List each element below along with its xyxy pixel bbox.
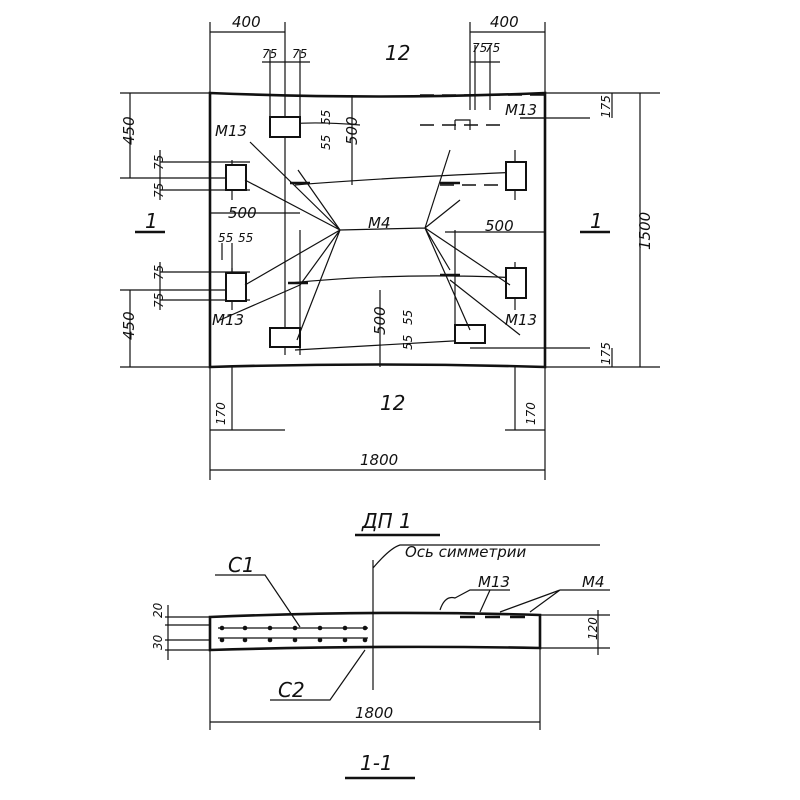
section-title: 1-1 [360, 751, 393, 775]
label-m4: M4 [368, 214, 391, 232]
dim-55: 55 [238, 231, 253, 245]
embed-m13 [225, 164, 247, 191]
dim-75: 75 [152, 183, 166, 198]
dim-75: 75 [485, 41, 500, 55]
dim-400-right: 400 [490, 13, 519, 31]
label-c1: C1 [228, 553, 255, 577]
dim-1800: 1800 [360, 451, 398, 469]
dim-175-top: 175 [599, 95, 613, 118]
dim-75: 75 [472, 41, 487, 55]
dim-75: 75 [292, 47, 307, 61]
embed-m13 [269, 327, 301, 348]
dim-55: 55 [401, 335, 415, 350]
dim-55: 55 [319, 110, 333, 125]
section-view: Ось симметрии C1 C2 M13 M4 20 30 120 180… [151, 543, 610, 780]
dim-1500: 1500 [636, 212, 654, 250]
dim-500: 500 [228, 204, 257, 222]
dim-75: 75 [152, 155, 166, 170]
dim-75: 75 [152, 293, 166, 308]
dim-20: 20 [151, 602, 165, 618]
dim-55: 55 [401, 310, 415, 325]
dim-450-bottom: 450 [120, 311, 138, 340]
section-outline [208, 611, 542, 652]
dim-500: 500 [485, 217, 514, 235]
label-12-top: 12 [385, 41, 410, 65]
dim-75: 75 [262, 47, 277, 61]
label-c2: C2 [278, 678, 305, 702]
dim-175-bottom: 175 [599, 342, 613, 365]
dim-55: 55 [218, 231, 233, 245]
label-m13: M13 [212, 311, 244, 329]
dim-75: 75 [152, 265, 166, 280]
plan-view: 400 400 75 75 75 75 12 12 450 450 75 75 … [120, 13, 660, 537]
embed-m13 [225, 272, 247, 302]
dim-500: 500 [371, 306, 389, 335]
section-mark-left: 1 [145, 209, 158, 233]
dim-400-left: 400 [232, 13, 261, 31]
symmetry-axis-label: Ось симметрии [405, 543, 527, 561]
label-m13-section: M13 [478, 573, 510, 591]
dim-500: 500 [343, 116, 361, 145]
label-m13: M13 [215, 122, 247, 140]
dim-120: 120 [586, 617, 600, 640]
label-m13: M13 [505, 311, 537, 329]
dim-170-right: 170 [524, 402, 538, 425]
section-mark-right: 1 [590, 209, 603, 233]
dim-1800-section: 1800 [355, 704, 393, 722]
dim-55: 55 [319, 135, 333, 150]
dim-30: 30 [151, 634, 165, 650]
dim-170-left: 170 [214, 402, 228, 425]
embed-m13 [269, 116, 301, 138]
label-12-bottom: 12 [380, 391, 405, 415]
embed-m13 [505, 267, 527, 299]
drawing-title: ДП 1 [361, 509, 412, 533]
dim-450-top: 450 [120, 116, 138, 145]
embed-m13 [505, 161, 527, 191]
label-m13: M13 [505, 101, 537, 119]
embed-m13 [454, 324, 486, 344]
label-m4-section: M4 [582, 573, 605, 591]
